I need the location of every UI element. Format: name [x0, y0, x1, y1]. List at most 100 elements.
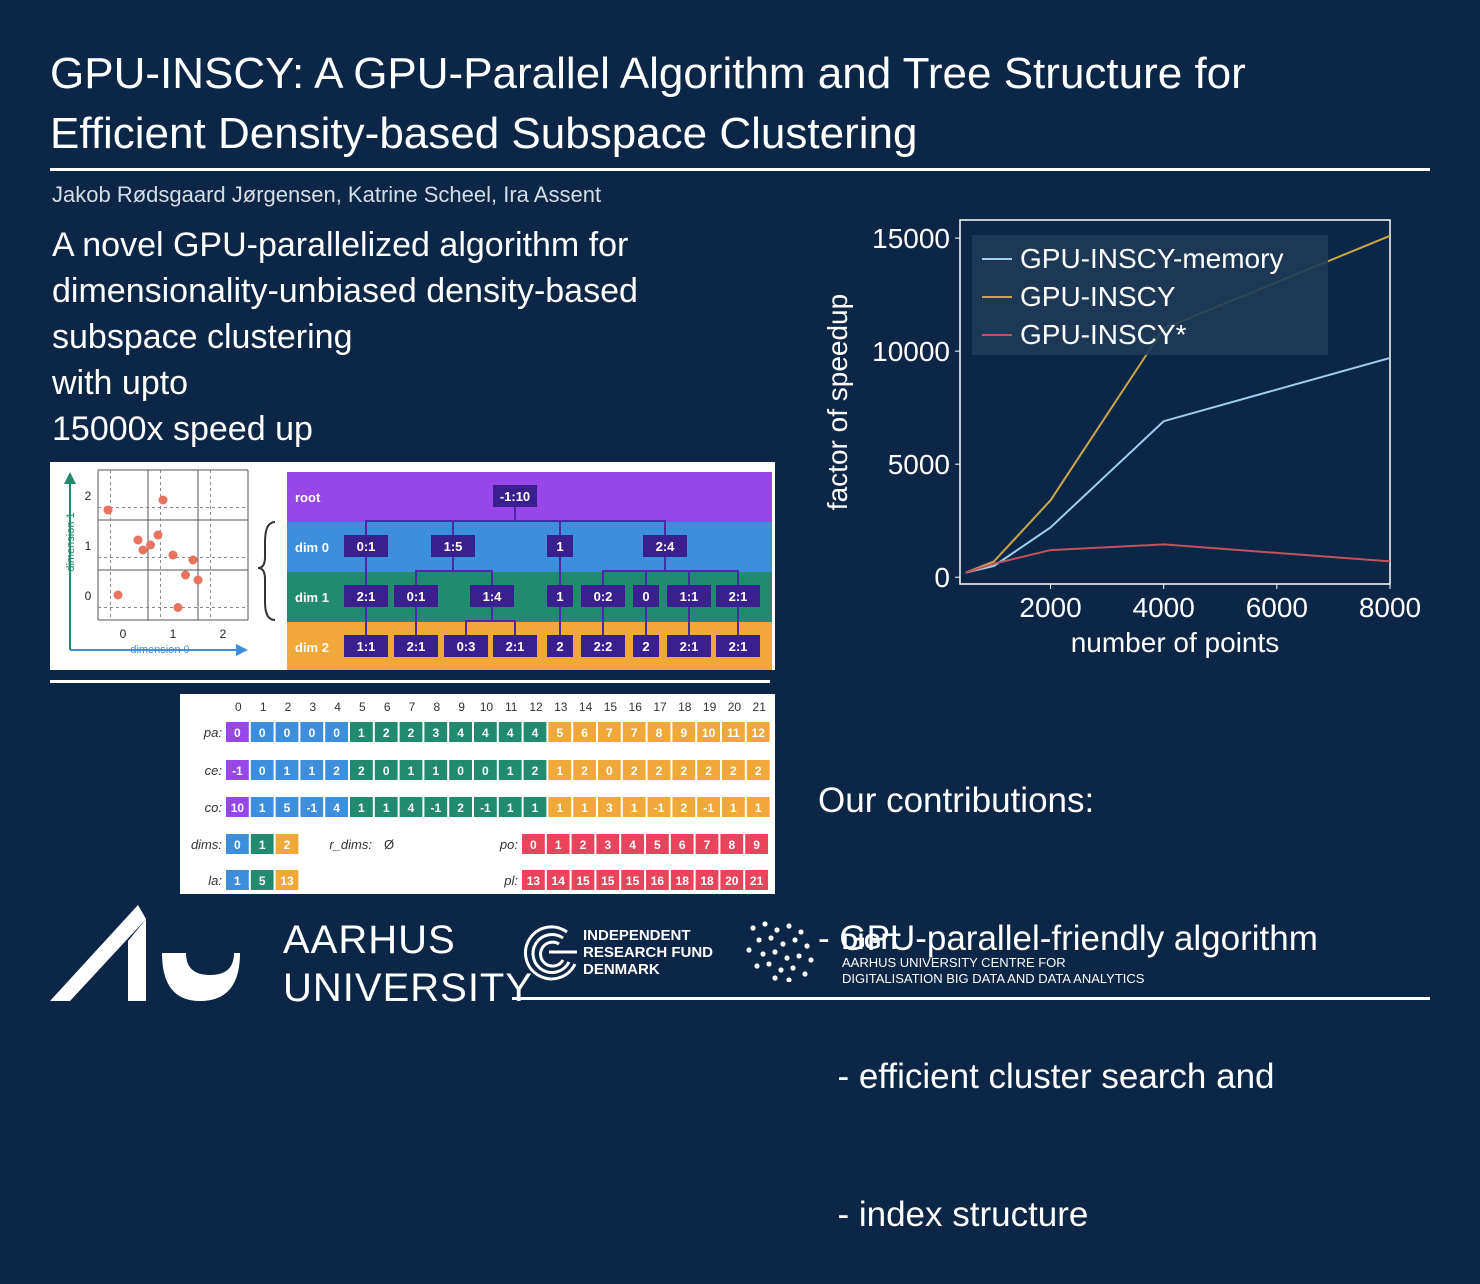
pl-cell-value: 16 [651, 874, 665, 888]
lead-text: A novel GPU-parallelized algorithm for d… [52, 222, 792, 452]
index-label: 5 [359, 700, 366, 714]
pa-cell-value: 2 [408, 726, 415, 740]
pa-cell-value: 4 [457, 726, 464, 740]
digit-title: DIGIT [842, 929, 1144, 955]
y-tick-label: 10000 [872, 336, 950, 367]
data-point [181, 571, 190, 580]
data-point [104, 506, 113, 515]
digit-dot [786, 923, 791, 928]
r-dims-label: r_dims: [329, 837, 372, 852]
legend-label: GPU-INSCY [1020, 281, 1176, 312]
digit-dot [774, 927, 779, 932]
co-cell-value: 1 [358, 801, 365, 815]
co-cell-value: 2 [457, 801, 464, 815]
y-tick-label: 15000 [872, 223, 950, 254]
co-cell-value: 4 [408, 801, 415, 815]
tree-dim2-node-label: 1:1 [357, 639, 376, 654]
index-label: 3 [309, 700, 316, 714]
po-cell-value: 9 [753, 838, 760, 852]
index-label: 14 [579, 700, 593, 714]
index-label: 12 [529, 700, 543, 714]
data-point [146, 541, 155, 550]
ce-cell-value: 2 [358, 764, 365, 778]
tree-dim1-node-label: 0:2 [594, 589, 613, 604]
footer-rule [512, 997, 1430, 1000]
po-cell-value: 3 [604, 838, 611, 852]
la-row-label: la: [208, 873, 222, 888]
tree-dim2-node-label: 2 [642, 639, 649, 654]
data-point [189, 556, 198, 565]
pa-cell-value: 9 [680, 726, 687, 740]
lead-line-5: 15000x speed up [52, 406, 792, 452]
x-axis-label: number of points [1071, 627, 1280, 658]
digit-dot [798, 929, 803, 934]
title-rule [50, 168, 1430, 171]
po-row-label: po: [499, 837, 518, 852]
index-label: 19 [703, 700, 717, 714]
dims-cell-value: 0 [234, 838, 241, 852]
dims-row-label: dims: [191, 837, 222, 852]
tree-dim0-node-label: 1:5 [444, 539, 463, 554]
ce-cell-value: 2 [581, 764, 588, 778]
digit-dot [754, 963, 759, 968]
ce-cell-value: 1 [432, 764, 439, 778]
dims-cell-value: 1 [259, 838, 266, 852]
ce-cell-value: 1 [308, 764, 315, 778]
digit-dot [772, 949, 777, 954]
x-axis-label: dimension 0 [130, 644, 189, 656]
ce-cell-value: 2 [755, 764, 762, 778]
pa-cell-value: 4 [507, 726, 514, 740]
digit-dot [760, 951, 765, 956]
ce-cell-value: 1 [408, 764, 415, 778]
pa-cell-value: 12 [752, 726, 766, 740]
pl-cell-value: 13 [527, 874, 541, 888]
tree-dim2-node-label: 2:1 [506, 639, 525, 654]
ce-cell-value: 2 [631, 764, 638, 778]
ce-cell-value: 0 [259, 764, 266, 778]
co-cell-value: 4 [333, 801, 340, 815]
ce-cell-value: 0 [383, 764, 390, 778]
irf-line-3: DENMARK [583, 961, 713, 978]
ce-cell-value: 0 [606, 764, 613, 778]
x-tick-label: 2 [220, 627, 227, 641]
pa-cell-value: 0 [234, 726, 241, 740]
tree-level-label: root [295, 490, 321, 505]
contrib-line-3: - efficient cluster search and [818, 1054, 1318, 1100]
po-cell-value: 5 [654, 838, 661, 852]
pa-cell-value: 7 [631, 726, 638, 740]
pl-cell-value: 14 [552, 874, 566, 888]
co-cell-value: 1 [383, 801, 390, 815]
digit-dot [750, 925, 755, 930]
co-cell-value: 1 [730, 801, 737, 815]
tree-dim2-node-label: 2:1 [407, 639, 426, 654]
digit-dot [784, 955, 789, 960]
contrib-line-1: Our contributions: [818, 778, 1318, 824]
series-line-0 [966, 358, 1390, 573]
tree-dim1-node-label: 1:1 [680, 589, 699, 604]
tree-dim2-node-label: 2:1 [680, 639, 699, 654]
co-cell-value: 10 [231, 801, 245, 815]
data-point [159, 496, 168, 505]
pa-cell-value: 3 [432, 726, 439, 740]
pa-cell-value: 5 [556, 726, 563, 740]
co-cell-value: -1 [703, 801, 714, 815]
po-cell-value: 4 [629, 838, 636, 852]
co-cell-value: 2 [680, 801, 687, 815]
tree-dim0-node-label: 1 [556, 539, 563, 554]
lead-line-4: with upto [52, 360, 792, 406]
ce-cell-value: 2 [730, 764, 737, 778]
index-label: 21 [753, 700, 767, 714]
x-tick-label: 1 [170, 627, 177, 641]
co-cell-value: 5 [284, 801, 291, 815]
digit-dot [786, 977, 791, 982]
co-cell-value: -1 [480, 801, 491, 815]
data-point [139, 546, 148, 555]
au-logo-arc [162, 953, 240, 1001]
co-cell-value: 3 [606, 801, 613, 815]
y-tick-label: 0 [85, 589, 92, 603]
po-cell-value: 1 [555, 838, 562, 852]
